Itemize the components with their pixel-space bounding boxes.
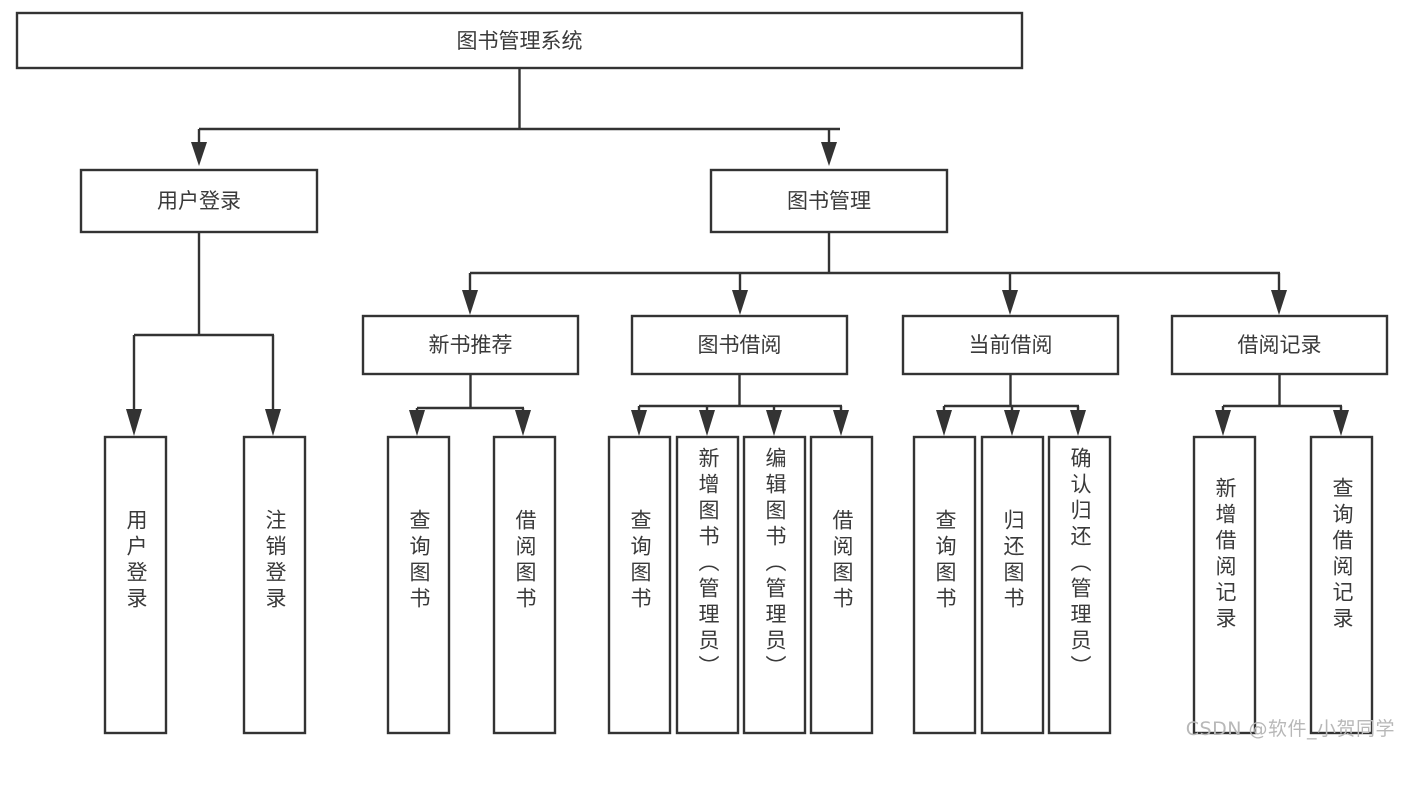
arrow-head-icon: [265, 409, 281, 436]
node-user-login-box: [79, 168, 319, 234]
node-leaf-return-book-box[interactable]: [980, 435, 1045, 735]
arrow-head-icon: [1004, 410, 1020, 436]
connector-root-to-level2: [191, 68, 840, 166]
node-root-box: [15, 11, 1024, 70]
arrow-head-icon: [936, 410, 952, 436]
node-current-borrow[interactable]: 当前借阅: [901, 314, 1120, 376]
node-book-manage[interactable]: 图书管理: [709, 168, 949, 234]
arrow-head-icon: [126, 409, 142, 436]
node-borrow-record-label: 借阅记录: [1238, 333, 1322, 357]
node-book-borrow-label: 图书借阅: [698, 333, 782, 357]
node-root-label: 图书管理系统: [457, 29, 583, 53]
node-new-book-recommend-label: 新书推荐: [429, 333, 513, 357]
arrow-head-icon: [631, 410, 647, 436]
node-leaf-edit-book-box[interactable]: [742, 435, 807, 735]
arrow-head-icon: [766, 410, 782, 436]
node-book-manage-label: 图书管理: [787, 189, 871, 213]
csdn-watermark: CSDN @软件_小贺同学: [1185, 718, 1395, 740]
node-leaf-borrow-book-1-box[interactable]: [492, 435, 557, 735]
arrow-head-icon: [1333, 410, 1349, 436]
arrow-head-icon: [1070, 410, 1086, 436]
connector-book-borrow-to-leaves: [631, 374, 849, 436]
node-user-login-label: 用户登录: [157, 189, 241, 213]
node-leaf-query-record-box[interactable]: [1309, 435, 1374, 735]
node-leaf-add-record-box[interactable]: [1192, 435, 1257, 735]
node-root[interactable]: 图书管理系统: [15, 11, 1024, 70]
arrow-head-icon: [1215, 410, 1231, 436]
connector-user-login-to-leaves: [126, 232, 281, 436]
functional-structure-diagram: 图书管理系统 用户登录 图书管理: [15, 11, 1395, 740]
node-leaf-query-book-3-box[interactable]: [912, 435, 977, 735]
node-current-borrow-box: [901, 314, 1120, 376]
arrow-head-icon: [821, 142, 837, 166]
node-book-borrow[interactable]: 图书借阅: [630, 314, 849, 376]
arrow-head-icon: [1271, 290, 1287, 315]
arrow-head-icon: [409, 410, 425, 436]
arrow-head-icon: [462, 290, 478, 315]
arrow-head-icon: [699, 410, 715, 436]
connector-new-book-recommend-to-leaves: [409, 374, 531, 436]
arrow-head-icon: [515, 410, 531, 436]
connector-current-borrow-to-leaves: [936, 374, 1086, 436]
node-borrow-record[interactable]: 借阅记录: [1170, 314, 1389, 376]
arrow-head-icon: [732, 290, 748, 315]
node-leaf-confirm-return-box[interactable]: [1047, 435, 1112, 735]
node-leaf-user-login-box[interactable]: [103, 435, 168, 735]
node-leaf-logout-login-box[interactable]: [242, 435, 307, 735]
node-user-login[interactable]: 用户登录: [79, 168, 319, 234]
node-current-borrow-label: 当前借阅: [969, 333, 1053, 357]
arrow-head-icon: [1002, 290, 1018, 315]
node-new-book-recommend[interactable]: 新书推荐: [361, 314, 580, 376]
arrow-head-icon: [191, 142, 207, 166]
node-leaf-query-book-1-box[interactable]: [386, 435, 451, 735]
diagram-canvas: 图书管理系统 用户登录 图书管理: [15, 11, 1389, 735]
node-leaf-add-book-box[interactable]: [675, 435, 740, 735]
connector-book-manage-to-level3: [462, 232, 1287, 315]
connector-borrow-record-to-leaves: [1215, 374, 1349, 436]
node-leaf-borrow-book-2-box[interactable]: [809, 435, 874, 735]
arrow-head-icon: [833, 410, 849, 436]
node-leaf-query-book-2-box[interactable]: [607, 435, 672, 735]
node-new-book-recommend-box: [361, 314, 580, 376]
